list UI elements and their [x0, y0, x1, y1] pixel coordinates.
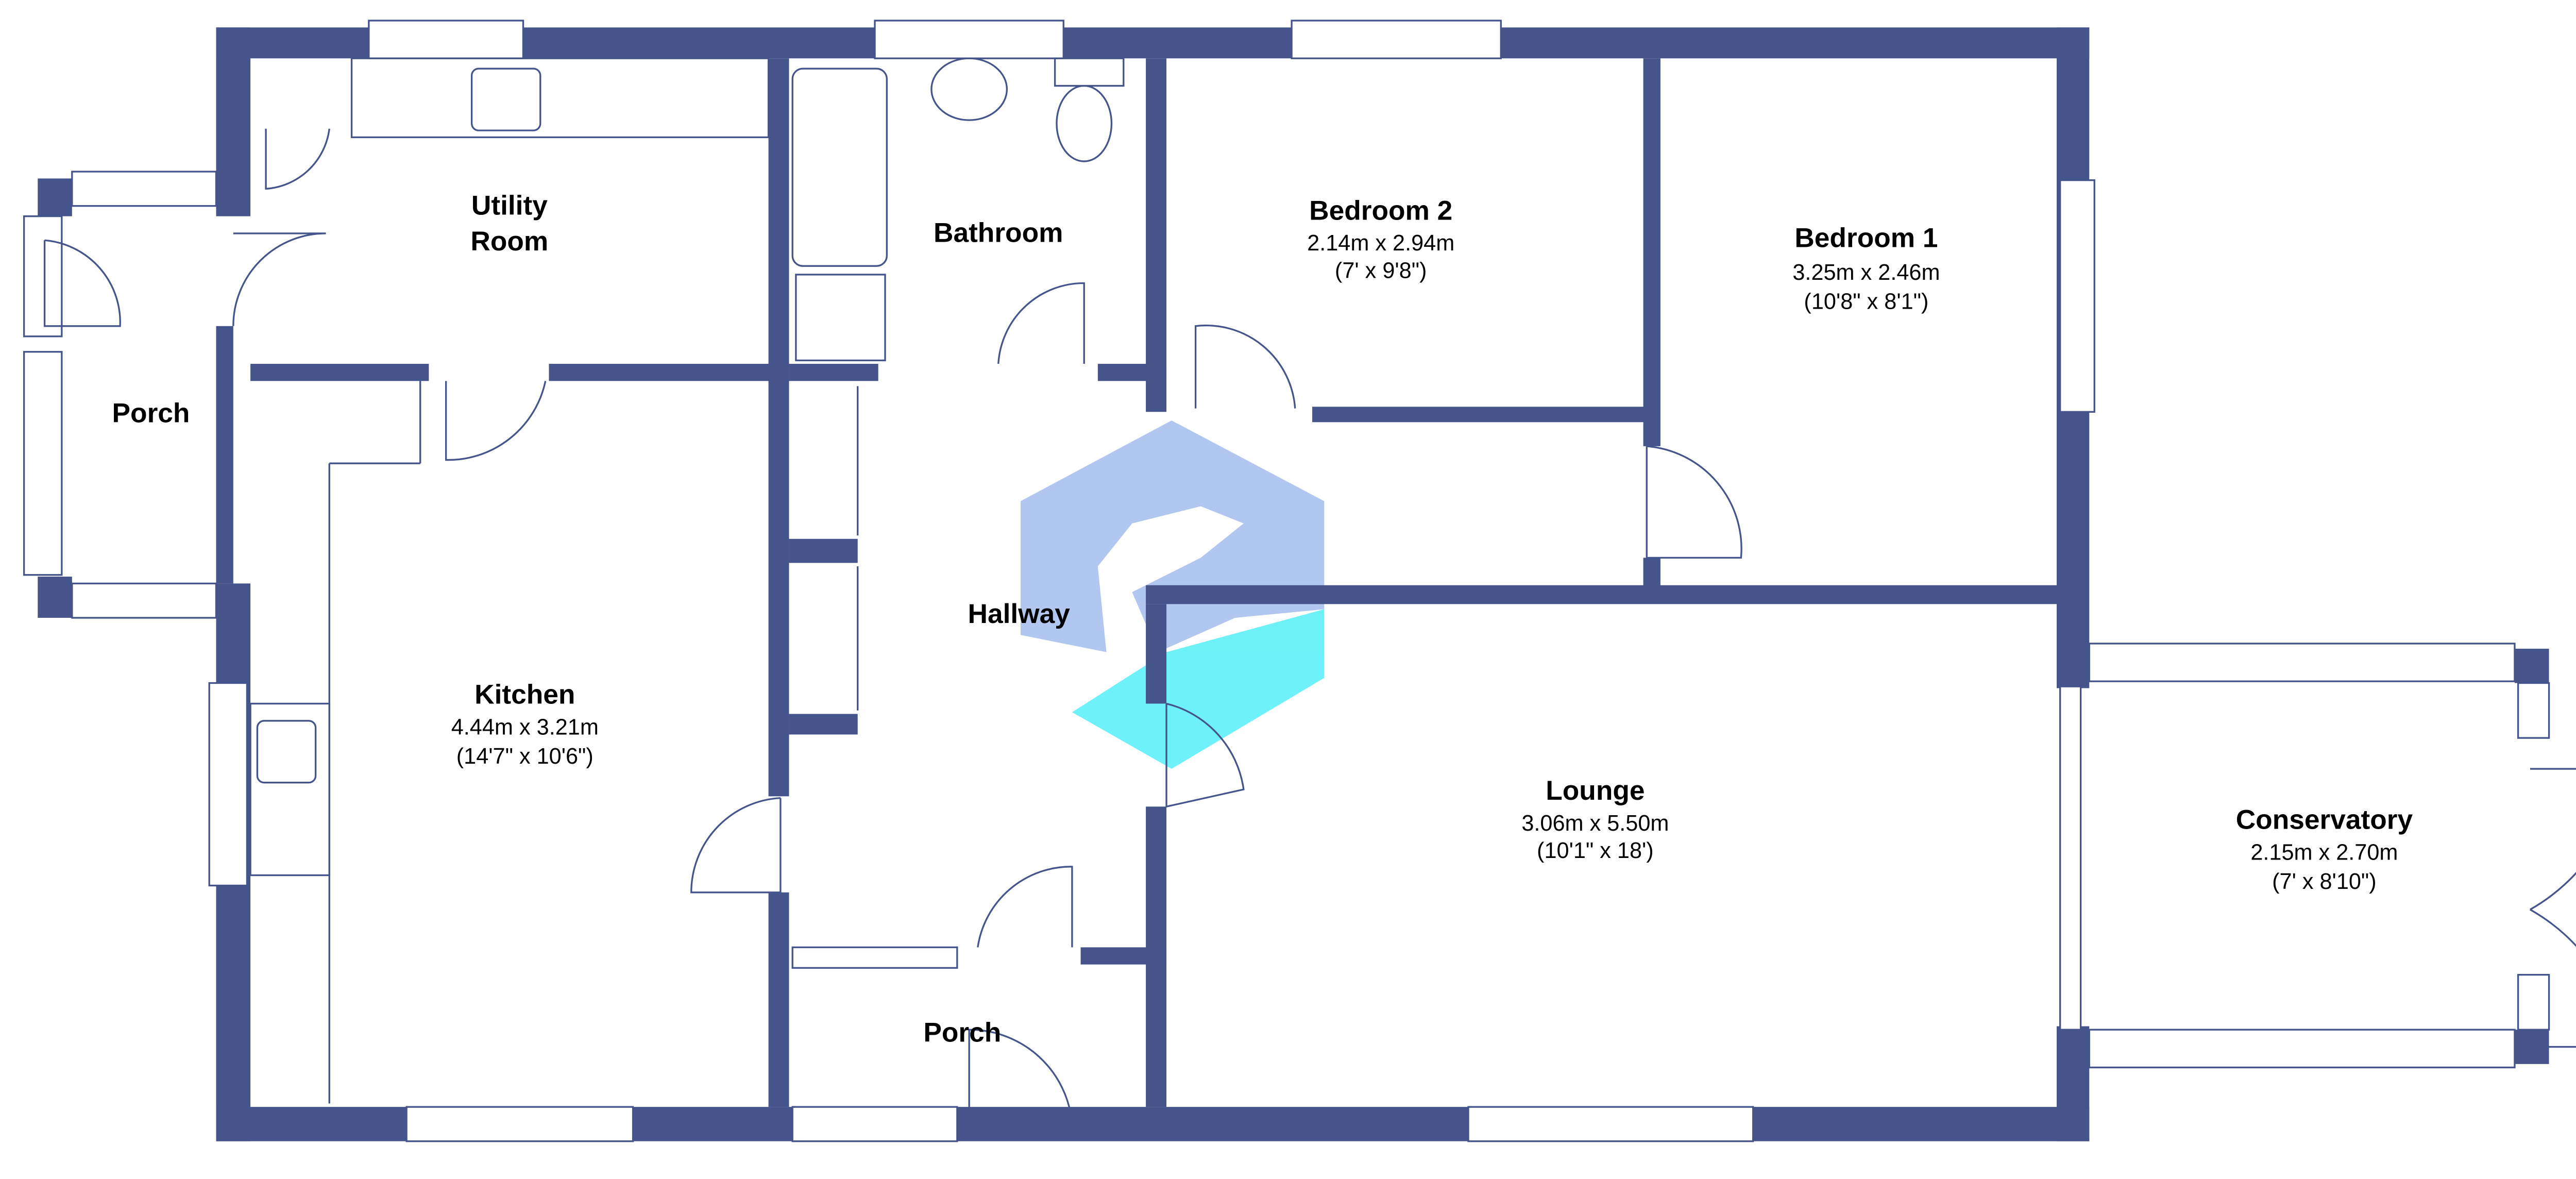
fixtures: [249, 57, 1125, 877]
utility-room-label-2: Room: [470, 226, 548, 257]
doors: [43, 128, 2576, 1124]
bathroom-label: Bathroom: [934, 218, 1063, 248]
bedroom2-imperial: (7' x 9'8"): [1335, 259, 1427, 283]
room-labels: Utility Room Bathroom Bedroom 2 2.14m x …: [112, 190, 2413, 1048]
bedroom2-metric: 2.14m x 2.94m: [1307, 231, 1454, 256]
kitchen-label: Kitchen: [474, 679, 575, 710]
utility-sink-icon: [470, 68, 541, 131]
bedroom1-metric: 3.25m x 2.46m: [1792, 260, 1940, 285]
front-porch-label: Porch: [923, 1018, 1001, 1048]
kitchen-sink-icon: [256, 720, 317, 784]
kitchen-counter: [249, 702, 330, 877]
utility-room-label: Utility: [471, 190, 548, 221]
kitchen-imperial: (14'7" x 10'6"): [456, 744, 594, 769]
bedroom1-imperial: (10'8" x 8'1"): [1804, 289, 1928, 314]
bedroom1-label: Bedroom 1: [1794, 223, 1938, 254]
bedroom2-label: Bedroom 2: [1309, 195, 1452, 226]
kitchen-metric: 4.44m x 3.21m: [451, 715, 599, 739]
shower-tray-icon: [795, 274, 886, 362]
conservatory-imperial: (7' x 8'10"): [2272, 869, 2377, 894]
toilet-icon: [1056, 85, 1113, 162]
side-porch-label: Porch: [112, 398, 190, 428]
lounge-metric: 3.06m x 5.50m: [1521, 811, 1669, 836]
conservatory-label: Conservatory: [2236, 805, 2413, 835]
lounge-label: Lounge: [1546, 776, 1645, 806]
conservatory-metric: 2.15m x 2.70m: [2250, 840, 2398, 865]
washbasin-icon: [930, 57, 1008, 121]
bathtub-icon: [791, 68, 888, 267]
lounge-imperial: (10'1" x 18'): [1537, 838, 1654, 863]
windows: [23, 20, 2550, 1142]
hallway-label: Hallway: [968, 599, 1071, 629]
utility-counter: [350, 57, 770, 139]
